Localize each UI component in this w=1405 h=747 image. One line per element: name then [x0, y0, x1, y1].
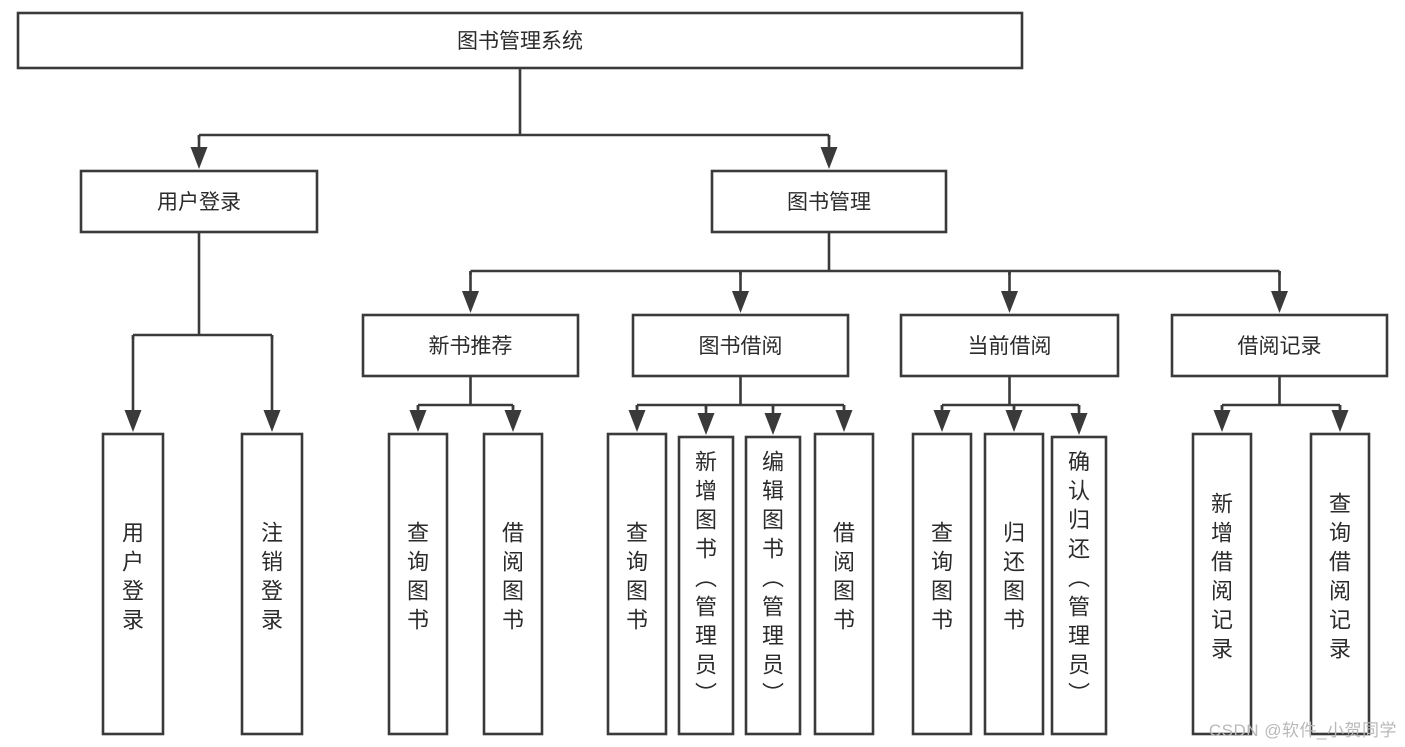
node-box-new-book-recommend: [361, 313, 580, 378]
node-box-book-borrow: [631, 313, 850, 378]
node-label-root: 图书管理系统: [457, 30, 583, 53]
node-book-management[interactable]: 图书管理: [710, 169, 948, 234]
arrow-leaf-user-login-head: [124, 410, 142, 432]
node-leaf-borrow-add-book[interactable]: 新增图书︵管理员︶: [677, 435, 735, 736]
node-box-leaf-recommend-query-book: [387, 432, 449, 736]
node-label-leaf-user-logout: 注销登录: [261, 521, 283, 633]
node-label-leaf-current-return-book: 归还图书: [1003, 521, 1025, 633]
node-leaf-recommend-query-book[interactable]: 查询图书: [387, 432, 449, 736]
node-box-book-management: [710, 169, 948, 234]
arrow-borrow-record-head: [1271, 291, 1288, 313]
arrow-leaf-borrow-edit-book-head: [764, 413, 782, 435]
node-leaf-current-confirm-return[interactable]: 确认归还︵管理员︶: [1050, 435, 1108, 736]
node-label-current-borrow: 当前借阅: [968, 335, 1052, 358]
node-label-leaf-borrow-edit-book: 编辑图书︵管理员︶: [762, 450, 784, 707]
arrow-new-book-recommend-head: [462, 291, 479, 313]
node-label-leaf-recommend-borrow-book: 借阅图书: [502, 521, 524, 633]
node-label-leaf-user-login: 用户登录: [122, 521, 144, 633]
arrow-leaf-current-confirm-return-head: [1070, 413, 1088, 435]
node-user-login[interactable]: 用户登录: [79, 169, 319, 234]
node-box-leaf-record-query: [1309, 432, 1371, 736]
node-book-borrow[interactable]: 图书借阅: [631, 313, 850, 378]
node-label-leaf-current-query-book: 查询图书: [931, 521, 953, 633]
node-leaf-current-query-book[interactable]: 查询图书: [911, 432, 973, 736]
node-box-root: [16, 11, 1024, 70]
node-label-leaf-current-confirm-return: 确认归还︵管理员︶: [1068, 450, 1090, 707]
node-leaf-borrow-edit-book[interactable]: 编辑图书︵管理员︶: [744, 435, 802, 736]
node-layer: 图书管理系统用户登录图书管理新书推荐图书借阅当前借阅借阅记录用户登录注销登录查询…: [16, 11, 1389, 736]
node-box-leaf-current-confirm-return: [1050, 435, 1108, 736]
node-leaf-user-logout[interactable]: 注销登录: [240, 432, 304, 736]
node-box-leaf-user-logout: [240, 432, 304, 736]
node-current-borrow[interactable]: 当前借阅: [899, 313, 1120, 378]
node-label-leaf-record-add: 新增借阅记录: [1211, 492, 1233, 662]
node-box-leaf-borrow-add-book: [677, 435, 735, 736]
node-leaf-borrow-borrow-book[interactable]: 借阅图书: [813, 432, 875, 736]
node-label-book-borrow: 图书借阅: [699, 335, 783, 358]
node-borrow-record[interactable]: 借阅记录: [1170, 313, 1389, 378]
arrow-book-management-head: [820, 147, 838, 169]
node-box-leaf-current-query-book: [911, 432, 973, 736]
node-label-leaf-borrow-add-book: 新增图书︵管理员︶: [695, 450, 717, 707]
node-box-borrow-record: [1170, 313, 1389, 378]
arrow-leaf-current-query-book-head: [933, 410, 951, 432]
arrow-leaf-record-add-head: [1213, 410, 1231, 432]
node-leaf-recommend-borrow-book[interactable]: 借阅图书: [482, 432, 544, 736]
arrow-book-borrow-head: [732, 291, 749, 313]
arrow-leaf-borrow-query-book-head: [628, 410, 646, 432]
node-leaf-current-return-book[interactable]: 归还图书: [983, 432, 1045, 736]
arrow-leaf-recommend-borrow-book-head: [504, 410, 522, 432]
arrow-leaf-user-logout-head: [263, 410, 281, 432]
node-new-book-recommend[interactable]: 新书推荐: [361, 313, 580, 378]
arrow-leaf-recommend-query-book-head: [409, 410, 427, 432]
arrow-leaf-borrow-borrow-book-head: [835, 410, 853, 432]
node-box-leaf-borrow-borrow-book: [813, 432, 875, 736]
node-root[interactable]: 图书管理系统: [16, 11, 1024, 70]
node-leaf-record-add[interactable]: 新增借阅记录: [1191, 432, 1253, 736]
node-box-current-borrow: [899, 313, 1120, 378]
node-box-leaf-user-login: [101, 432, 165, 736]
connector-layer: [124, 68, 1349, 435]
node-leaf-borrow-query-book[interactable]: 查询图书: [606, 432, 668, 736]
arrow-current-borrow-head: [1001, 291, 1018, 313]
node-label-borrow-record: 借阅记录: [1238, 335, 1322, 358]
node-leaf-record-query[interactable]: 查询借阅记录: [1309, 432, 1371, 736]
node-box-leaf-recommend-borrow-book: [482, 432, 544, 736]
node-label-leaf-record-query: 查询借阅记录: [1329, 492, 1351, 662]
arrow-leaf-borrow-add-book-head: [697, 413, 715, 435]
arrow-user-login-head: [190, 147, 208, 169]
node-label-new-book-recommend: 新书推荐: [429, 335, 513, 358]
node-label-leaf-borrow-borrow-book: 借阅图书: [833, 521, 855, 633]
node-box-user-login: [79, 169, 319, 234]
node-box-leaf-current-return-book: [983, 432, 1045, 736]
node-box-leaf-borrow-query-book: [606, 432, 668, 736]
arrow-leaf-record-query-head: [1331, 410, 1349, 432]
csdn-watermark: CSDN @软件_小贺同学: [1208, 721, 1397, 740]
node-box-leaf-borrow-edit-book: [744, 435, 802, 736]
node-label-user-login: 用户登录: [157, 191, 241, 214]
node-box-leaf-record-add: [1191, 432, 1253, 736]
arrow-leaf-current-return-book-head: [1005, 410, 1023, 432]
node-leaf-user-login[interactable]: 用户登录: [101, 432, 165, 736]
node-label-leaf-borrow-query-book: 查询图书: [626, 521, 648, 633]
node-label-leaf-recommend-query-book: 查询图书: [407, 521, 429, 633]
node-label-book-management: 图书管理: [787, 191, 871, 214]
